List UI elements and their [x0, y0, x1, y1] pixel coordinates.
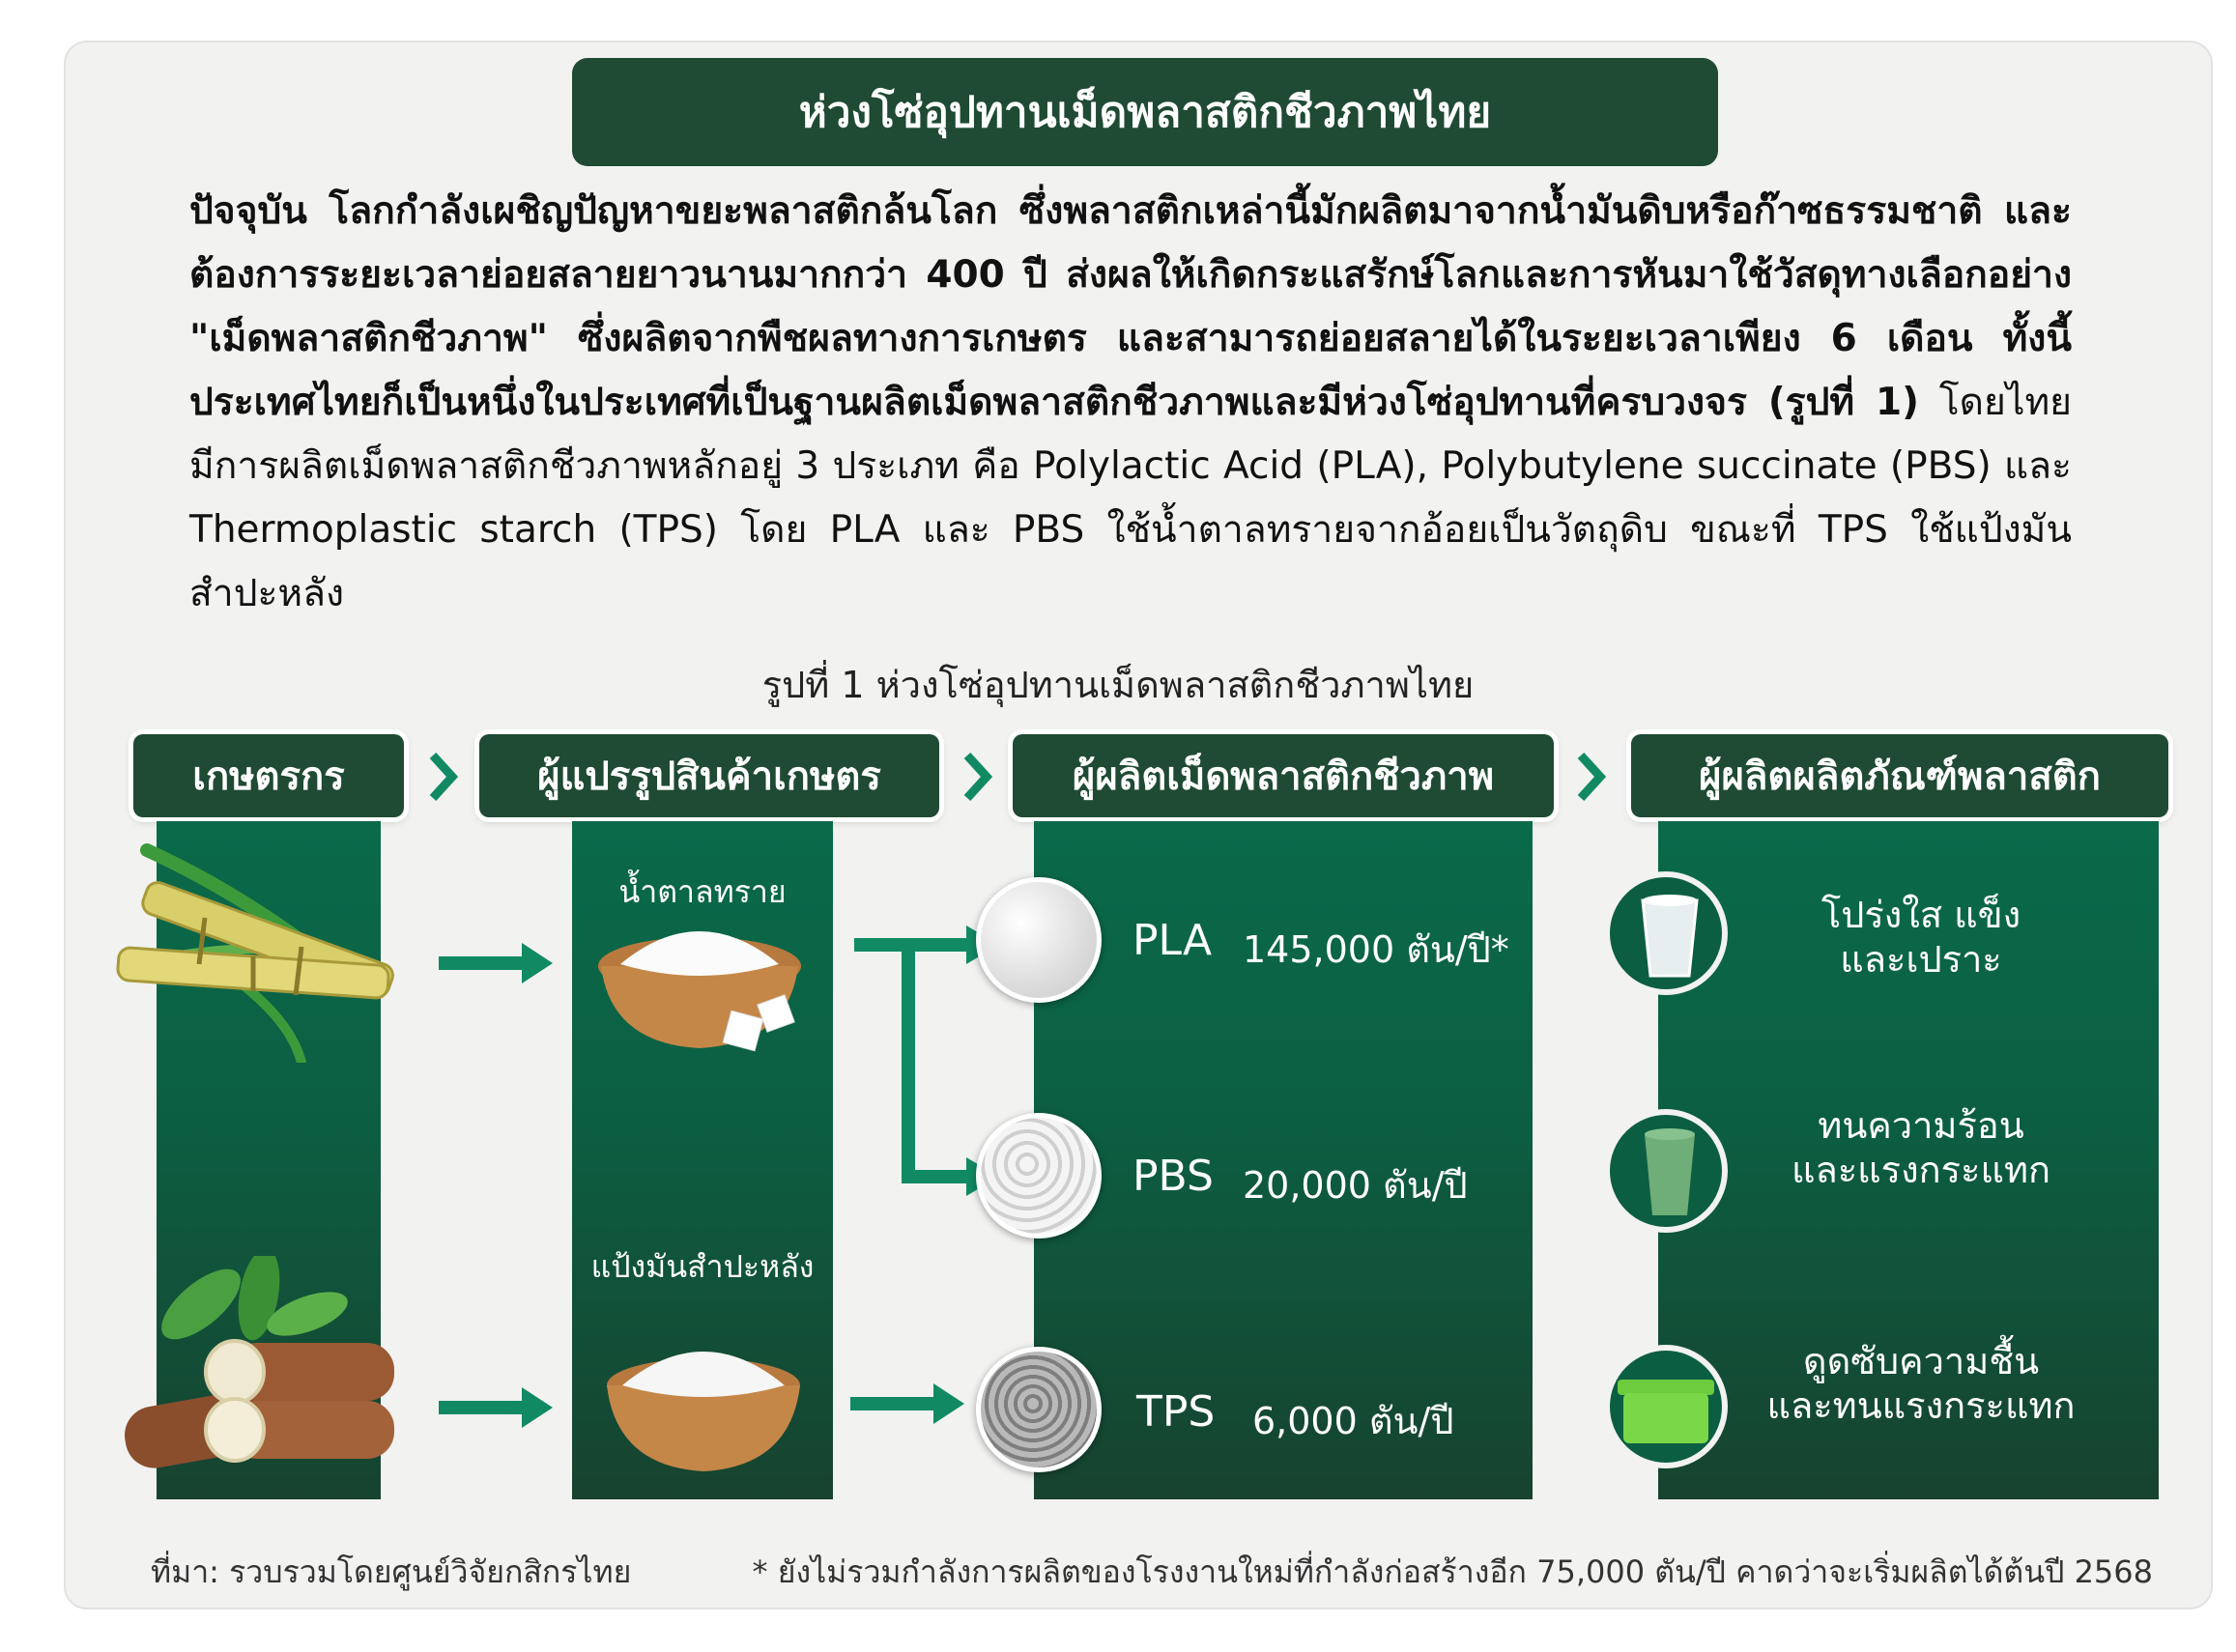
figure-caption: รูปที่ 1 ห่วงโซ่อุปทานเม็ดพลาสติกชีวภาพไ… — [761, 664, 1475, 706]
product-desc-line: โปร่งใส แข็ง — [1820, 894, 2021, 936]
polymer-capacity-pbs: 20,000 ตัน/ปี — [1243, 1164, 1468, 1207]
stage-header-product-maker: ผู้ผลิตผลิตภัณฑ์พลาสติก — [1631, 734, 2168, 817]
source-note: ที่มา: รวบรวมโดยศูนย์วิจัยกสิกรไทย — [151, 1553, 632, 1590]
footnote: * ยังไม่รวมกำลังการผลิตของโรงงานใหม่ที่ก… — [752, 1553, 2153, 1590]
flow-arrow-cassava — [439, 1387, 553, 1428]
green-cup-icon — [1604, 1109, 1728, 1233]
sugar-bowl-icon — [598, 931, 801, 1052]
stage-header-processor: ผู้แปรรูปสินค้าเกษตร — [479, 734, 939, 817]
intro-normal-text: โดยไทยมีการผลิตเม็ดพลาสติกชีวภาพหลักอยู่… — [189, 381, 2072, 615]
chevron-right-icon — [429, 752, 459, 802]
intro-bold-text: ปัจจุบัน โลกกำลังเผชิญปัญหาขยะพลาสติกล้น… — [189, 189, 2072, 424]
page-title: ห่วงโซ่อุปทานเม็ดพลาสติกชีวภาพไทย — [798, 88, 1492, 137]
product-desc-1: โปร่งใส แข็ง และเปราะ — [1718, 893, 2124, 982]
stage-header-bioplastic-producer: ผู้ผลิตเม็ดพลาสติกชีวภาพ — [1013, 734, 1554, 817]
stage-label: ผู้แปรรูปสินค้าเกษตร — [537, 755, 881, 799]
polymer-capacity-tps: 6,000 ตัน/ปี — [1252, 1400, 1454, 1442]
flow-arrow-starch — [850, 1383, 964, 1424]
stage-header-farmer: เกษตรกร — [133, 734, 404, 817]
clear-cup-icon — [1604, 871, 1728, 995]
product-desc-line: ทนความร้อน — [1818, 1104, 2024, 1147]
bioplastic-column — [1034, 821, 1533, 1499]
polymer-capacity-pla: 145,000 ตัน/ปี* — [1243, 928, 1509, 971]
stage-label: เกษตรกร — [192, 755, 345, 799]
pbs-pellet-icon — [976, 1113, 1102, 1239]
product-desc-2: ทนความร้อน และแรงกระแทก — [1718, 1103, 2124, 1192]
polymer-name-tps: TPS — [1136, 1387, 1216, 1437]
cassava-icon — [125, 1256, 394, 1468]
chevron-right-icon — [1577, 752, 1607, 802]
polymer-name-pbs: PBS — [1132, 1152, 1214, 1201]
flow-arrow-sugar — [439, 943, 553, 983]
stage-label: ผู้ผลิตผลิตภัณฑ์พลาสติก — [1699, 755, 2101, 799]
polymer-name-pla: PLA — [1132, 916, 1213, 965]
stage-label: ผู้ผลิตเม็ดพลาสติกชีวภาพ — [1072, 755, 1495, 799]
chevron-right-icon — [963, 752, 993, 802]
sugar-label: น้ำตาลทราย — [618, 873, 787, 910]
starch-bowl-icon — [607, 1352, 800, 1471]
tps-pellet-icon — [976, 1347, 1102, 1472]
product-desc-line: และแรงกระแทก — [1791, 1149, 2051, 1191]
product-desc-line: และเปราะ — [1840, 938, 2002, 981]
product-column — [1658, 821, 2159, 1499]
product-desc-3: ดูดซับความชื้น และทนแรงกระแทก — [1718, 1339, 2124, 1428]
container-icon — [1604, 1345, 1728, 1468]
product-desc-line: และทนแรงกระแทก — [1766, 1384, 2076, 1427]
starch-label: แป้งมันสำปะหลัง — [590, 1248, 815, 1285]
pla-pellet-icon — [976, 877, 1102, 1003]
title-banner: ห่วงโซ่อุปทานเม็ดพลาสติกชีวภาพไทย — [572, 58, 1718, 166]
intro-paragraph: ปัจจุบัน โลกกำลังเผชิญปัญหาขยะพลาสติกล้น… — [189, 180, 2072, 626]
product-desc-line: ดูดซับความชื้น — [1802, 1340, 2040, 1382]
sugarcane-icon — [116, 843, 394, 1063]
